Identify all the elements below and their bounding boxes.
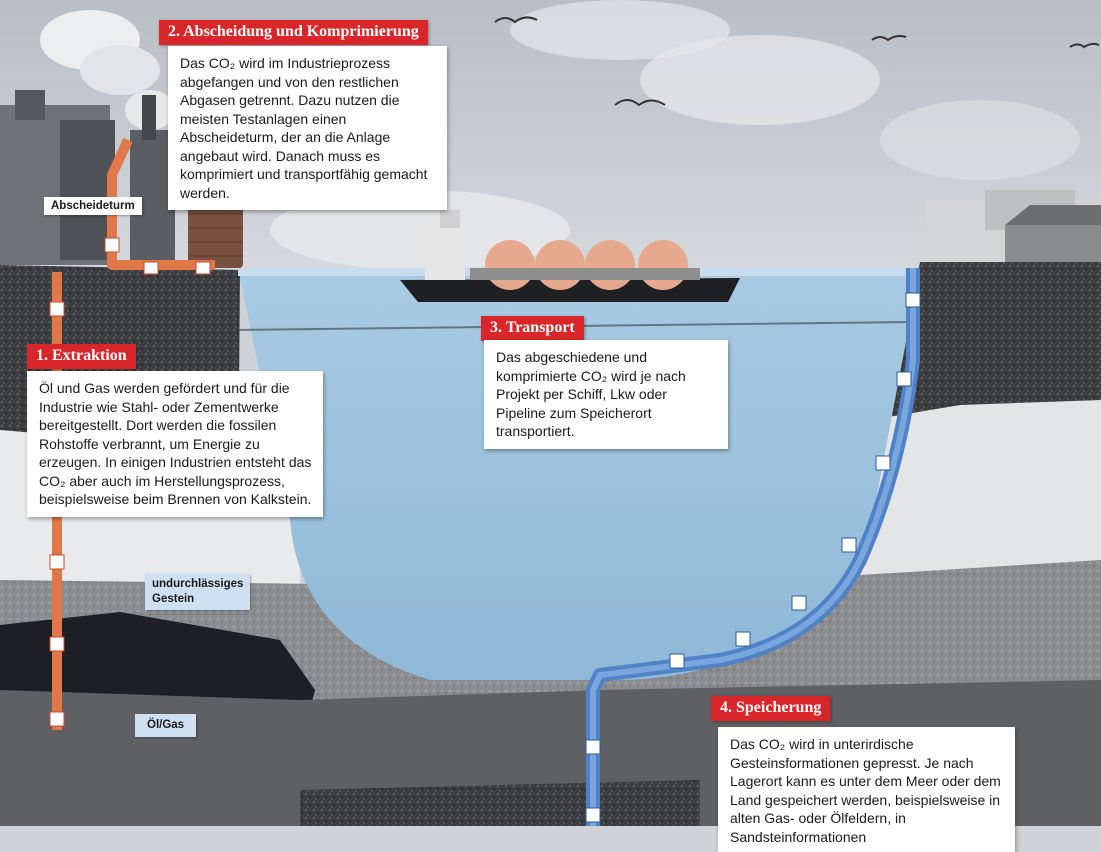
- step-4-tag: 4. Speicherung: [711, 696, 831, 721]
- rock-label: undurchlässiges Gestein: [145, 574, 251, 610]
- oil-gas-label: Öl/Gas: [135, 714, 197, 737]
- tower-label: Abscheideturm: [44, 197, 142, 215]
- sea-basin: [238, 268, 920, 680]
- step-3-text: Das abgeschiedene und komprimierte CO₂ w…: [496, 349, 686, 439]
- cloud: [510, 0, 730, 60]
- smoke-cloud: [80, 45, 160, 95]
- blue-pipeline: [586, 268, 920, 826]
- step-2-card: Das CO₂ wird im Industrieprozess abgefan…: [168, 46, 447, 210]
- white-rock-right: [860, 400, 1101, 600]
- bird-icon: [871, 35, 907, 42]
- lng-ship: [400, 210, 740, 302]
- flow-arrow-icons: [49, 237, 211, 727]
- cloud: [640, 35, 880, 125]
- step-4-card: Das CO₂ wird in unterirdische Gesteinsfo…: [718, 727, 1015, 852]
- step-3-tag: 3. Transport: [481, 316, 584, 341]
- bird-icon: [1069, 42, 1100, 49]
- step-4-text: Das CO₂ wird in unterirdische Gesteinsfo…: [730, 736, 1001, 845]
- industrial-plant: [0, 90, 243, 268]
- flow-arrow-icons: [585, 292, 921, 823]
- step-1-card: Öl und Gas werden gefördert und für die …: [27, 371, 323, 517]
- step-1-tag: 1. Extraktion: [27, 344, 136, 369]
- step-2-tag: 2. Abscheidung und Komprimierung: [159, 20, 428, 45]
- step-3-card: Das abgeschiedene und komprimierte CO₂ w…: [484, 340, 728, 449]
- step-2-text: Das CO₂ wird im Industrieprozess abgefan…: [180, 55, 428, 201]
- bird-icon: [494, 16, 538, 24]
- power-plant: [925, 190, 1101, 270]
- bird-icon: [614, 99, 666, 107]
- cloud: [880, 100, 1080, 180]
- step-1-text: Öl und Gas werden gefördert und für die …: [39, 380, 312, 507]
